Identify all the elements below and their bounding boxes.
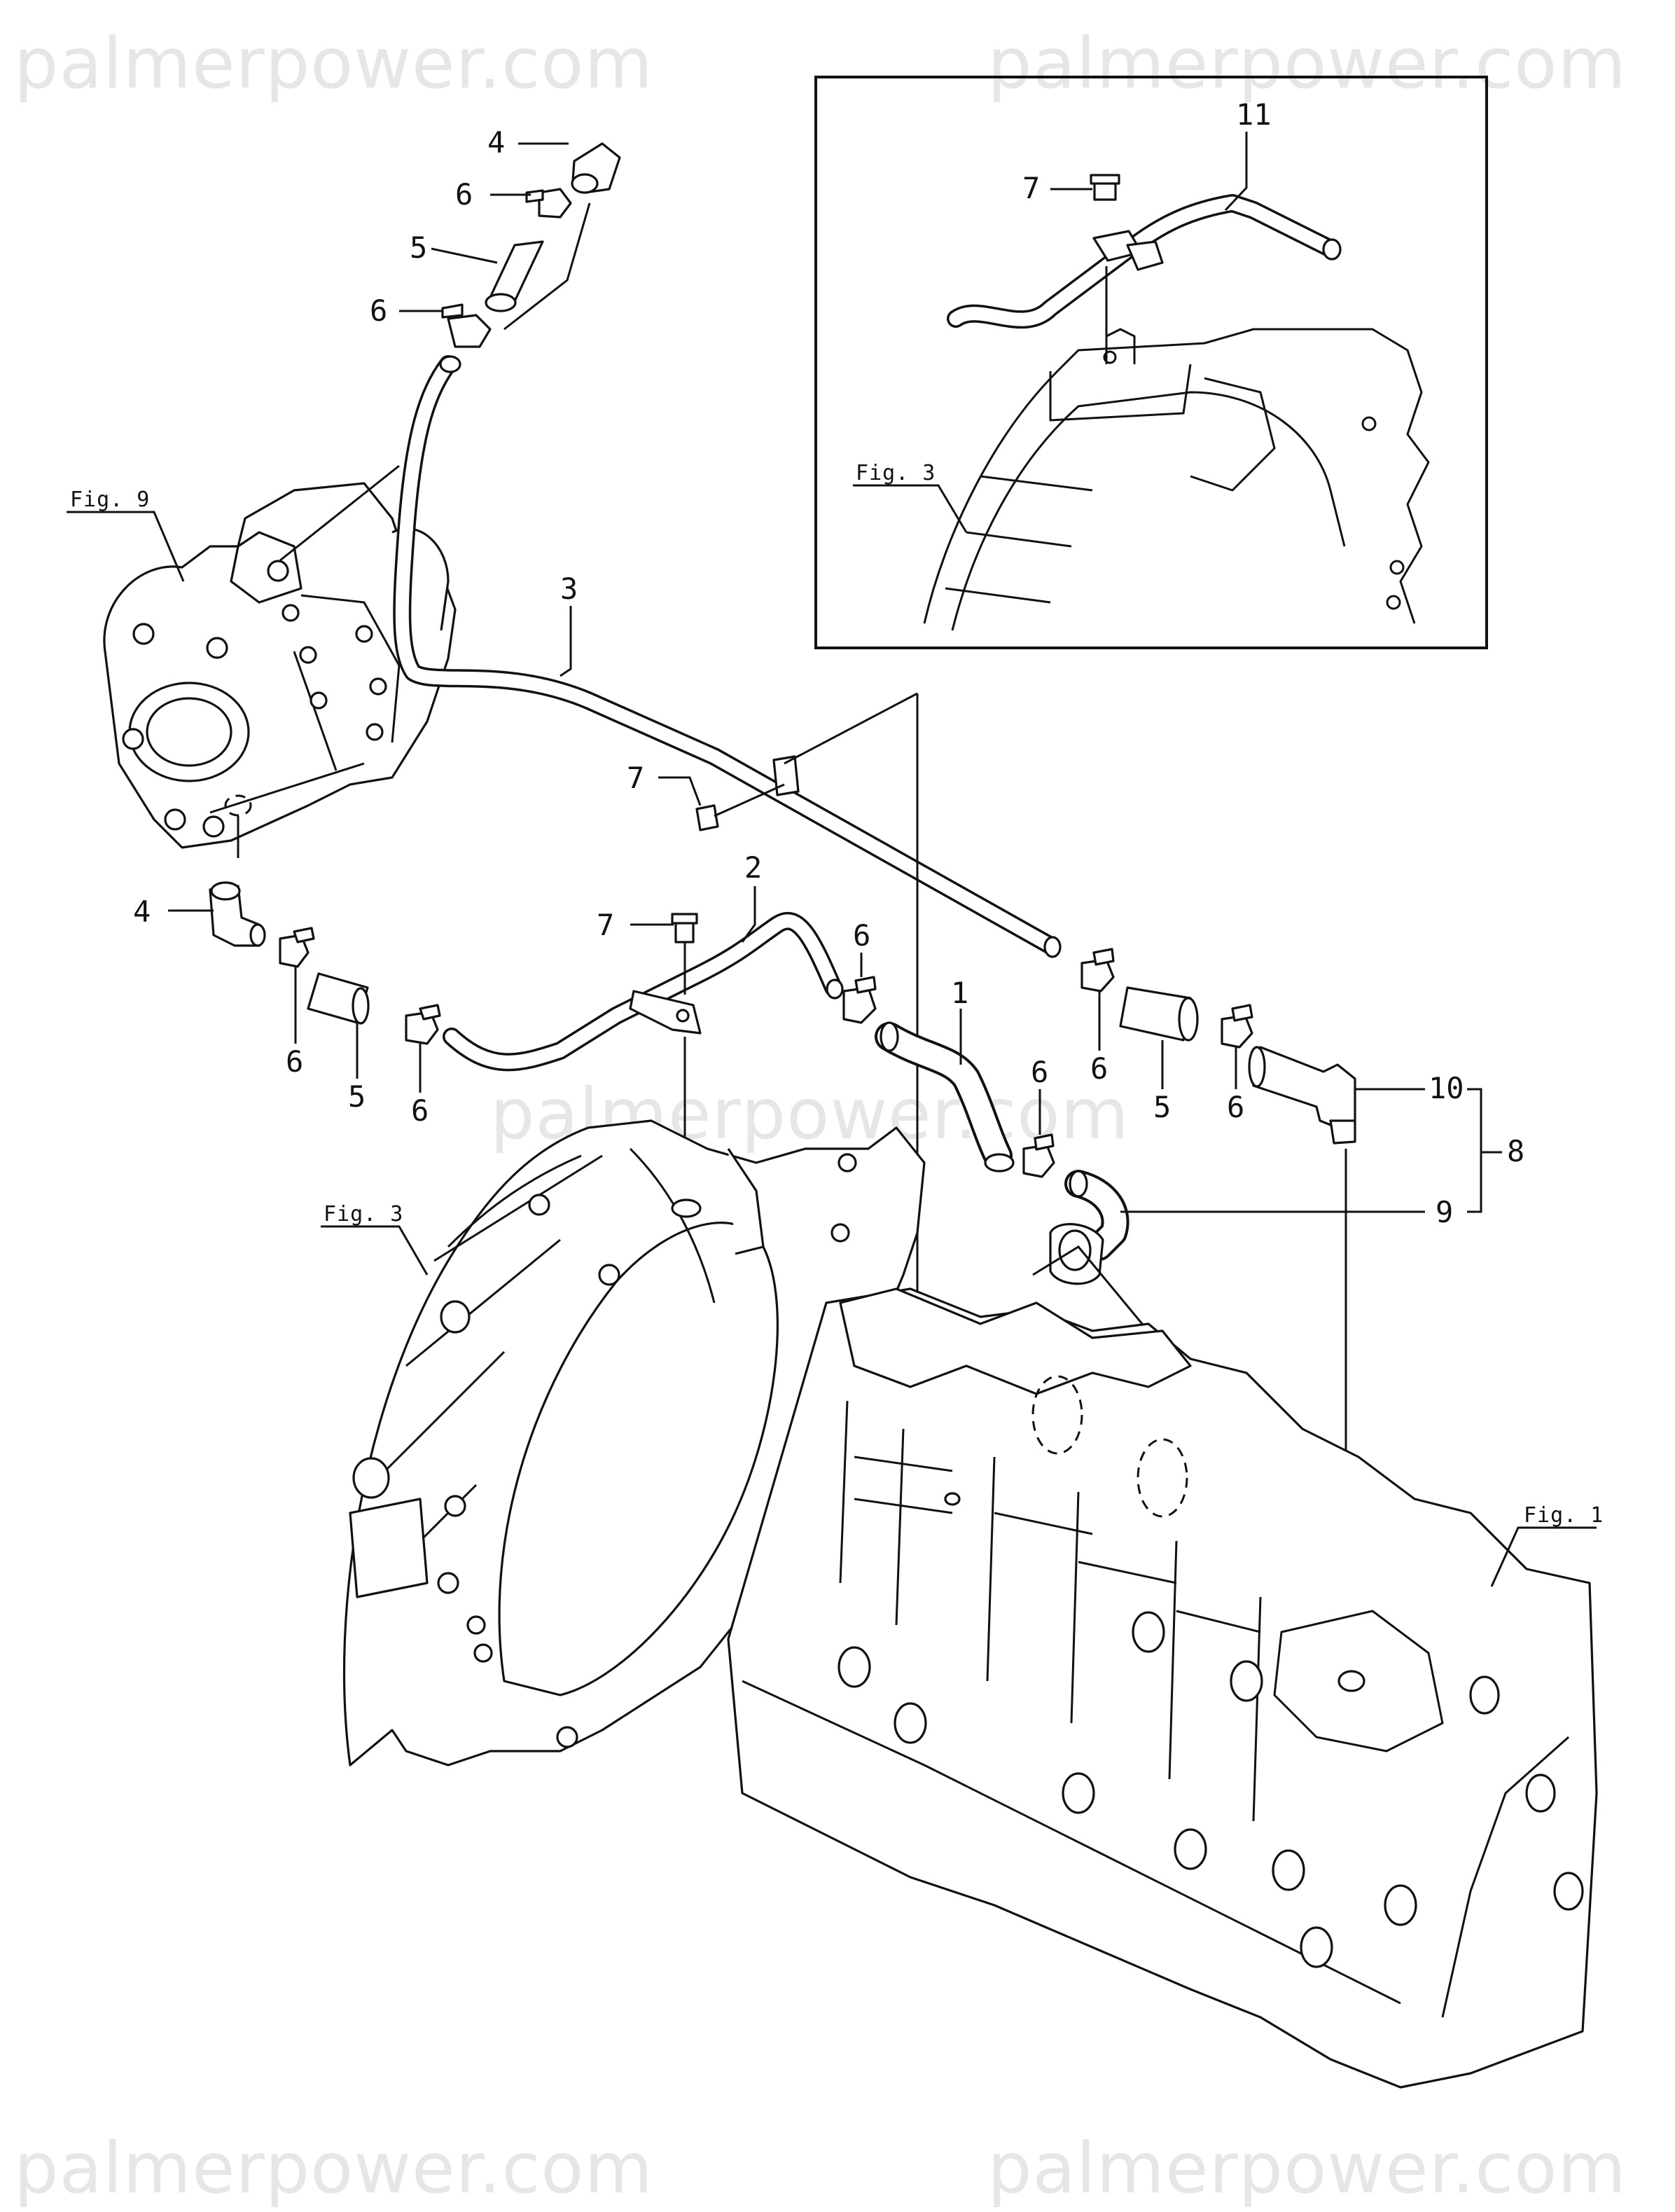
pipe-11-end — [1322, 238, 1342, 261]
turbocharger-housing: Fig. 9 — [67, 464, 457, 858]
callout-5-top: 5 — [410, 230, 427, 265]
hose-clamp-6-top-b — [447, 314, 492, 348]
inset-frame — [814, 76, 1488, 649]
pipe-3-body — [393, 355, 1059, 955]
inset-bolt-1 — [1361, 416, 1377, 431]
fig-ref-3-main-leader — [321, 1225, 429, 1276]
callout-6-left-b: 6 — [411, 1093, 429, 1128]
hose-5-right — [1119, 986, 1192, 1042]
callout-4-top: 4 — [487, 125, 505, 160]
flywheel-housing-mount-pad — [349, 1498, 429, 1598]
cylinder-block-webs — [839, 1400, 1262, 1822]
inset-bolt-hole — [1103, 350, 1117, 364]
fig-ref-1-leader — [1490, 1526, 1597, 1587]
watermark-group: palmerpower.com palmerpower.com palmerpo… — [14, 22, 1627, 2209]
leader-3 — [560, 606, 572, 677]
callout-5-right: 5 — [1153, 1090, 1171, 1124]
turbo-outlet-bore — [146, 697, 232, 767]
hose-clamp-6-top-a — [538, 188, 572, 219]
leader-5-top — [431, 247, 498, 264]
turbo-oil-port — [267, 560, 289, 582]
leader-7-pipe3 — [658, 776, 702, 806]
leader-2 — [741, 886, 756, 943]
watermark-bottom-right: palmerpower.com — [987, 2127, 1627, 2209]
left-fittings: 4 6 5 6 — [133, 881, 441, 1128]
cylinder-block-deck — [839, 1287, 1192, 1395]
detail-inset: 11 7 Fig. 3 — [814, 76, 1488, 649]
fig-ref-3-inset: Fig. 3 — [856, 461, 936, 485]
callout-11: 11 — [1236, 97, 1272, 132]
pipe-3: 3 7 — [393, 355, 1062, 1506]
elbow-fitting-10 — [1252, 1046, 1356, 1129]
cylinder-block-outline — [727, 1287, 1598, 2089]
fig-ref-9-leader — [67, 511, 185, 582]
block-port-hidden-2 — [1137, 1438, 1188, 1518]
fig-ref-1: Fig. 1 — [1524, 1503, 1604, 1528]
inset-bolt-2 — [1389, 560, 1405, 575]
watermark-bottom-left: palmerpower.com — [14, 2127, 653, 2209]
turbo-oil-port-block — [230, 531, 303, 604]
pipe-2-body — [443, 911, 842, 1072]
block-side-edge — [1441, 1736, 1569, 2018]
callout-2: 2 — [744, 850, 762, 885]
pipe-3-bracket-leader — [784, 692, 918, 765]
fig-ref-3-inset-leader — [853, 484, 968, 533]
callout-7-inset: 7 — [1022, 171, 1040, 205]
inset-bracket-base — [1049, 364, 1192, 422]
callout-3: 3 — [560, 572, 578, 606]
top-fittings: 4 6 5 6 — [370, 125, 621, 348]
inset-bolt-3 — [1386, 595, 1401, 610]
callout-6-center: 6 — [853, 918, 870, 953]
assembly-8-bracket — [1467, 1088, 1482, 1213]
inset-housing-inner — [951, 391, 1346, 631]
callout-9: 9 — [1436, 1195, 1453, 1229]
callout-6-right-a: 6 — [1090, 1051, 1108, 1086]
fig-ref-3-main: Fig. 3 — [324, 1202, 403, 1226]
leader-11 — [1224, 132, 1248, 212]
pipe-2-bracket — [629, 990, 702, 1035]
callout-7-pipe3: 7 — [627, 761, 644, 795]
flywheel-housing-rim — [447, 1147, 716, 1304]
callout-6-right-b: 6 — [1227, 1090, 1244, 1124]
flywheel-housing: Fig. 3 — [321, 1119, 926, 1767]
turbo-drain-port-hidden — [224, 794, 252, 817]
callout-4-left: 4 — [133, 894, 151, 929]
flywheel-housing-boss — [727, 1148, 765, 1255]
turbo-inlet-leader — [279, 464, 400, 562]
watermark-top-left: palmerpower.com — [14, 22, 653, 104]
block-oil-return-port — [1337, 1670, 1365, 1692]
callout-6-left-a: 6 — [286, 1044, 303, 1079]
turbo-body-detail — [209, 594, 401, 814]
inset-rib-block — [1190, 377, 1276, 492]
watermark-top-right: palmerpower.com — [987, 22, 1627, 104]
inset-housing-outline — [923, 328, 1430, 624]
callout-8: 8 — [1507, 1134, 1524, 1168]
bolt-7-pipe3 — [695, 804, 719, 831]
callout-6-top-a: 6 — [455, 177, 473, 212]
callout-5-left: 5 — [348, 1079, 366, 1114]
block-port-hidden-1 — [1031, 1375, 1083, 1455]
block-port-1 — [944, 1492, 961, 1506]
flywheel-housing-ribs — [370, 1154, 603, 1591]
fig-ref-9: Fig. 9 — [70, 488, 150, 512]
callout-6-top-b: 6 — [370, 293, 387, 328]
pipe-11-clip — [1126, 240, 1164, 271]
cylinder-block-grooves — [854, 1456, 1261, 1633]
callout-7-pipe2: 7 — [597, 908, 614, 942]
cylinder-block: Fig. 1 — [727, 1287, 1604, 2089]
pipe-2: 2 7 — [443, 850, 844, 1205]
callout-1: 1 — [951, 976, 968, 1010]
top-fitting-leader — [503, 202, 591, 331]
callout-10: 10 — [1429, 1071, 1464, 1105]
block-oil-filter-base — [1273, 1610, 1444, 1753]
callout-6-lower: 6 — [1031, 1055, 1048, 1089]
inset-ribs — [945, 475, 1093, 604]
